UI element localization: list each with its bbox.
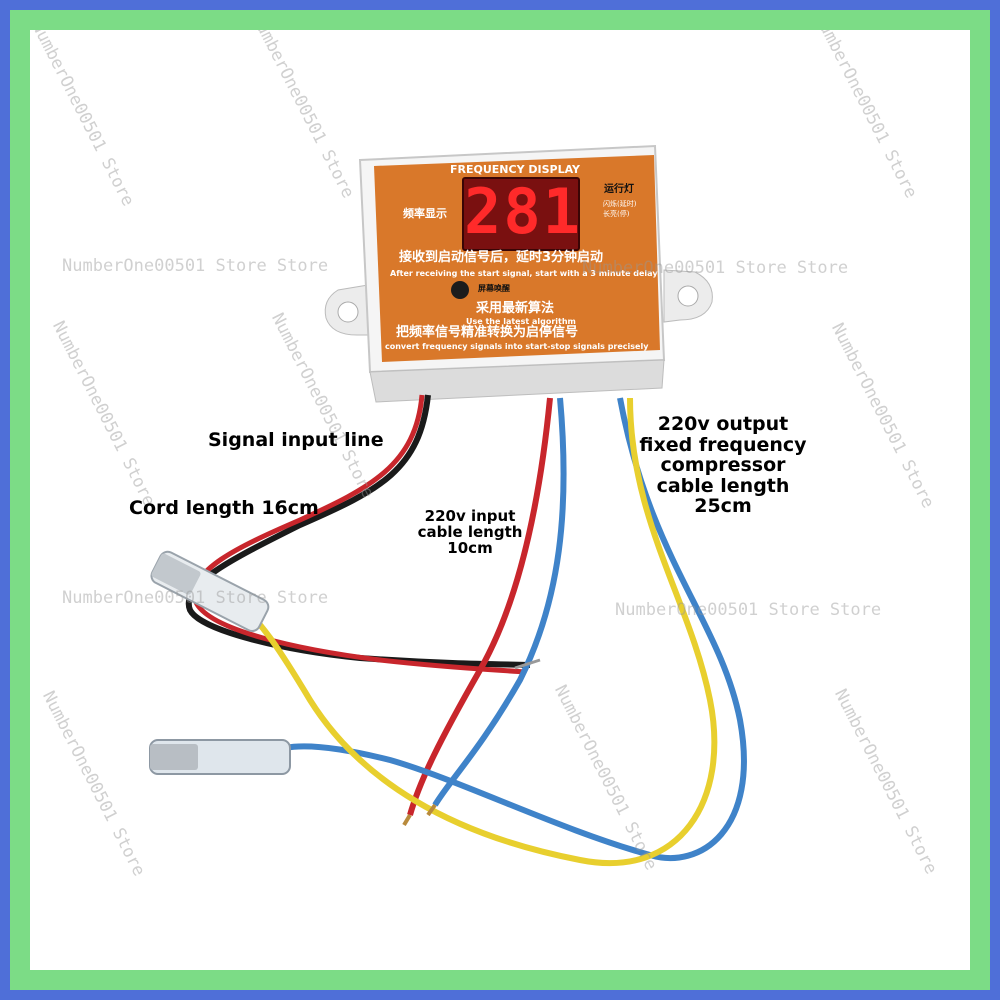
signal-input-label: Signal input line xyxy=(208,429,384,451)
frequency-display-cn: 频率显示 xyxy=(403,207,447,220)
convert-en: convert frequency signals into start-sto… xyxy=(385,342,649,351)
product-photo: FREQUENCY DISPLAY 281 频率显示 运行灯 闪烁(延时) 长亮… xyxy=(30,30,970,970)
screen-wake-button xyxy=(451,281,469,299)
run-light-flash-cn: 闪烁(延时) xyxy=(603,200,637,208)
output-220-line5: 25cm xyxy=(694,495,752,518)
run-light-cn: 运行灯 xyxy=(604,184,634,195)
screen-wake-label: 屏幕唤醒 xyxy=(478,284,510,293)
input-220-label: 220v input cable length 10cm xyxy=(410,508,530,557)
blue-wire-end xyxy=(426,803,437,817)
output-220-line2: fixed frequency xyxy=(639,433,807,456)
blue-input-wire xyxy=(432,397,567,807)
cord-length-label: Cord length 16cm xyxy=(129,497,319,519)
blue-output-wire xyxy=(284,397,747,862)
delay-start-en: After receiving the start signal, start … xyxy=(390,269,658,278)
output-220-line1: 220v output xyxy=(657,413,789,435)
run-light-steady-cn: 长亮(停) xyxy=(603,210,630,218)
input-220-line2: cable length xyxy=(417,523,523,542)
lower-terminal-metal xyxy=(150,744,198,770)
watermark: NumberOne00501 Store Store xyxy=(615,600,882,620)
device-illustration xyxy=(149,144,747,867)
output-220-label: 220v output fixed frequency compressor c… xyxy=(628,414,818,517)
right-mount-hole xyxy=(677,285,699,307)
upper-spade-terminal xyxy=(150,550,270,633)
orange-panel xyxy=(374,155,660,362)
output-220-line4: cable length xyxy=(656,474,790,497)
photo-scene: FREQUENCY DISPLAY 281 频率显示 运行灯 闪烁(延时) 长亮… xyxy=(30,30,970,970)
output-220-line3: compressor xyxy=(660,454,786,477)
left-mount-hole xyxy=(337,301,359,323)
led-value: 281 xyxy=(464,175,582,248)
algorithm-en: Use the latest algorithm xyxy=(466,317,576,326)
algorithm-cn: 采用最新算法 xyxy=(476,301,555,316)
delay-start-cn: 接收到启动信号后，延时3分钟启动 xyxy=(399,250,604,265)
panel-title: FREQUENCY DISPLAY xyxy=(450,163,581,176)
red-wire-end xyxy=(402,813,412,827)
watermark: NumberOne00501 Store Store xyxy=(582,258,849,278)
input-220-line1: 220v input xyxy=(424,507,516,525)
watermark: NumberOne00501 Store Store xyxy=(62,588,329,608)
signal-wire-end xyxy=(514,658,541,670)
input-220-line3: 10cm xyxy=(447,539,493,558)
watermark: NumberOne00501 Store Store xyxy=(62,256,329,276)
red-input-wire xyxy=(407,397,553,816)
yellow-output-wire xyxy=(238,397,718,867)
housing-bottom xyxy=(369,359,665,403)
convert-cn: 把频率信号精准转换为启停信号 xyxy=(396,325,579,340)
led-display: 281 xyxy=(462,175,582,251)
